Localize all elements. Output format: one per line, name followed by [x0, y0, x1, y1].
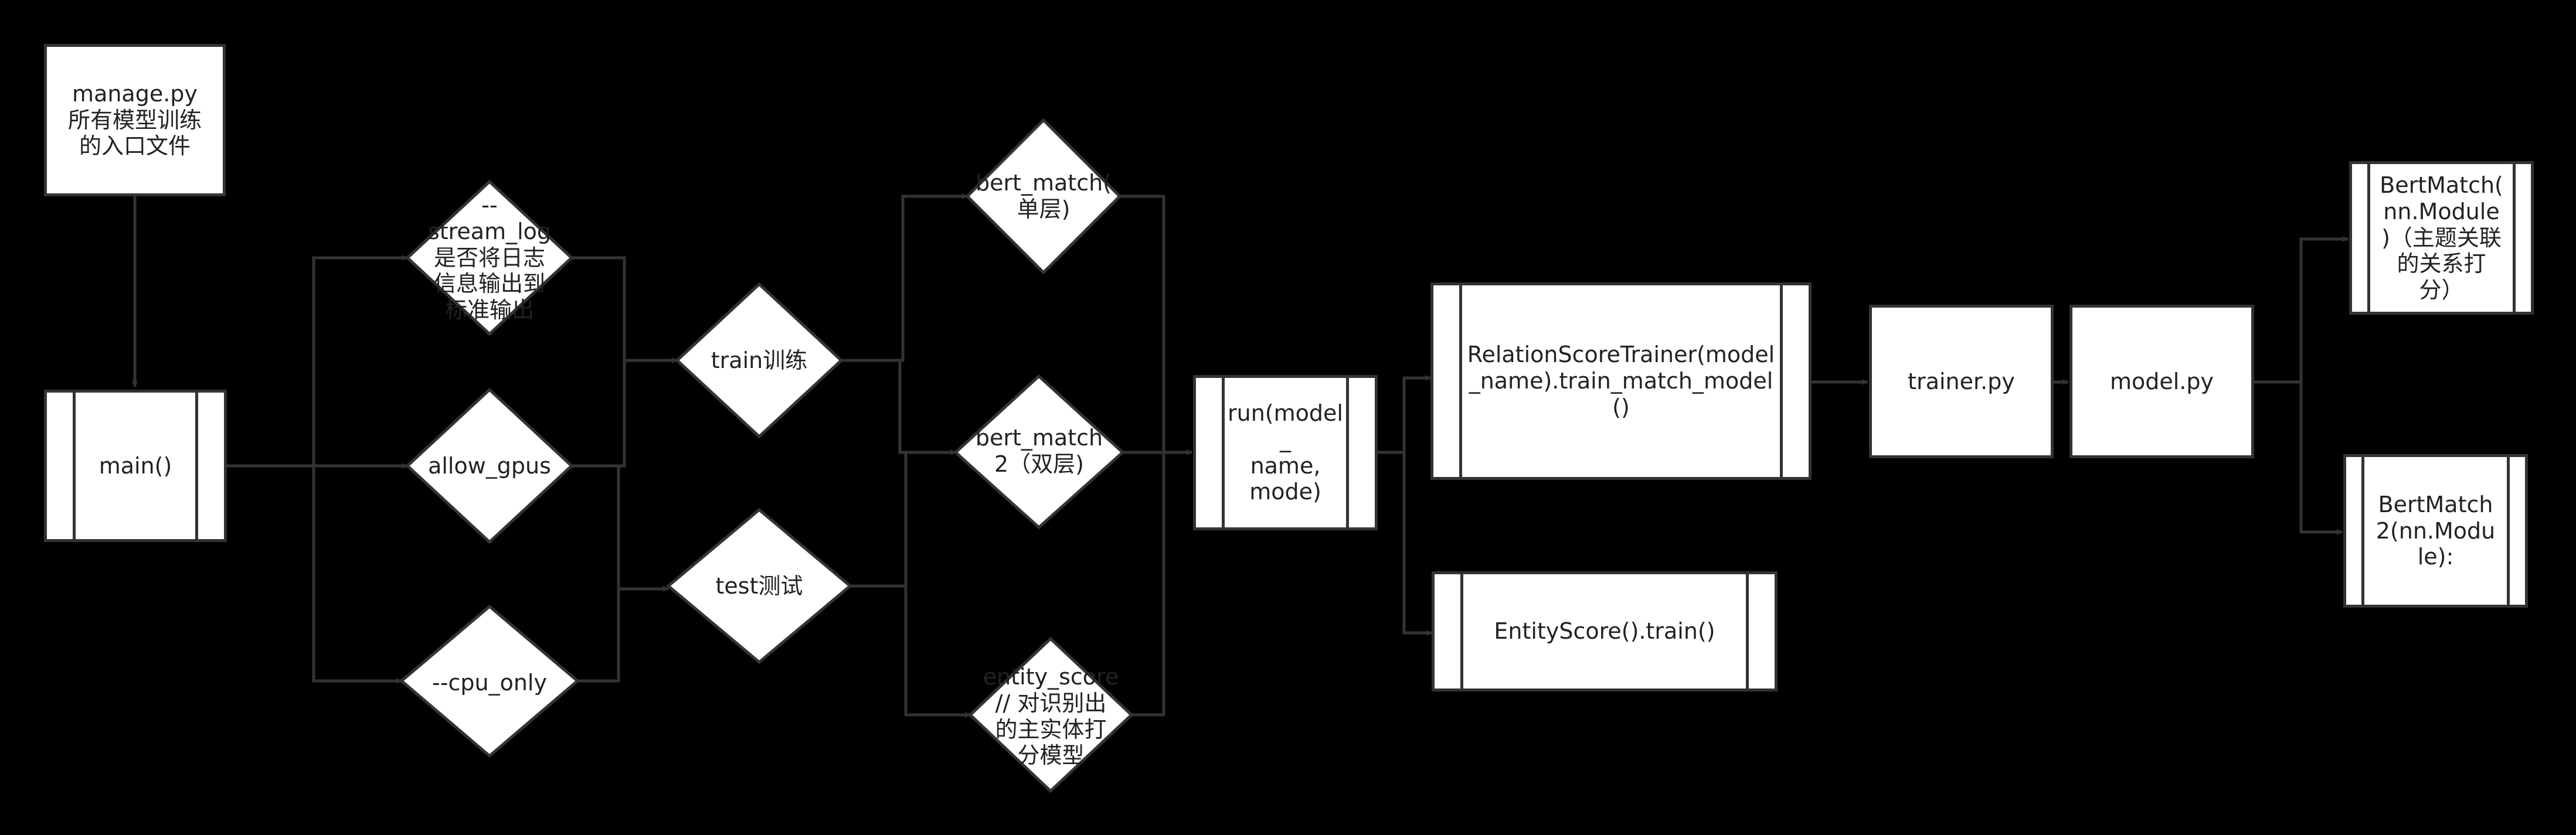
edge-entity-score-run — [1131, 452, 1165, 717]
node-main: main() — [44, 390, 227, 542]
label-entity-score: entity_score // 对识别出 的主实体打 分模型 — [983, 663, 1119, 769]
decision-bert-match2 — [953, 374, 1125, 530]
edge-main-stream-log — [227, 255, 408, 468]
decision-train — [675, 282, 844, 439]
node-label: trainer.py — [1908, 368, 2015, 394]
node-run: run(model_ name, mode) — [1193, 375, 1378, 530]
node-bertmatch2-class: BertMatch 2(nn.Modu le): — [2343, 454, 2528, 608]
edge-model-bertmatch — [2254, 236, 2349, 384]
label-allow-gpus: allow_gpus — [428, 452, 551, 479]
edge-model-bertmatch2 — [2299, 382, 2343, 535]
edge-allow-gpus-train — [572, 360, 626, 468]
node-label: RelationScoreTrainer(model _name).train_… — [1467, 342, 1775, 420]
decision-test — [666, 507, 852, 664]
edge-run-entity-score-train — [1402, 452, 1432, 636]
node-label: manage.py 所有模型训练 的入口文件 — [67, 80, 202, 159]
node-bertmatch-class: BertMatch( nn.Module )（主题关联 的关系打 分） — [2349, 161, 2534, 315]
edge-cpu-only-test — [577, 589, 620, 683]
edge-train-bert-match2 — [841, 359, 956, 455]
node-label: BertMatch( nn.Module )（主题关联 的关系打 分） — [2380, 172, 2503, 304]
decision-allow-gpus — [405, 387, 574, 544]
edge-test-entity-score — [904, 586, 971, 718]
node-label: main() — [98, 452, 172, 479]
label-bert-match: bert_match( 单层) — [975, 170, 1112, 222]
edge-main-cpu-only — [312, 466, 402, 684]
edge-allow-gpus-test — [617, 466, 669, 592]
node-relation-score-trainer: RelationScoreTrainer(model _name).train_… — [1430, 282, 1812, 480]
label-stream-log: -- stream_log 是否将日志 信息输出到 标准输出 — [427, 192, 552, 323]
node-manage-py: manage.py 所有模型训练 的入口文件 — [44, 44, 226, 196]
decision-stream-log — [405, 179, 574, 336]
node-label: BertMatch 2(nn.Modu le): — [2376, 491, 2496, 570]
node-label: model.py — [2109, 368, 2214, 394]
edge-stream-log-train — [572, 256, 678, 363]
edge-test-bert-match2 — [850, 452, 908, 588]
node-label: EntityScore().train() — [1494, 618, 1715, 645]
label-bert-match2: bert_match 2（双层) — [975, 425, 1103, 477]
edge-run-relation-trainer — [1378, 375, 1431, 454]
label-test: test测试 — [715, 572, 803, 599]
decision-cpu-only — [399, 604, 580, 758]
edge-bert-match-run — [1120, 195, 1165, 452]
decision-entity-score — [968, 636, 1134, 793]
decision-bert-match — [965, 118, 1122, 275]
node-label: run(model_ name, mode) — [1228, 400, 1343, 505]
node-entity-score-train: EntityScore().train() — [1432, 571, 1778, 691]
edge-train-bert-match — [841, 193, 968, 362]
node-trainer-py: trainer.py — [1869, 305, 2054, 458]
label-train: train训练 — [711, 347, 808, 373]
node-model-py: model.py — [2069, 305, 2254, 458]
label-cpu-only: --cpu_only — [432, 669, 547, 696]
